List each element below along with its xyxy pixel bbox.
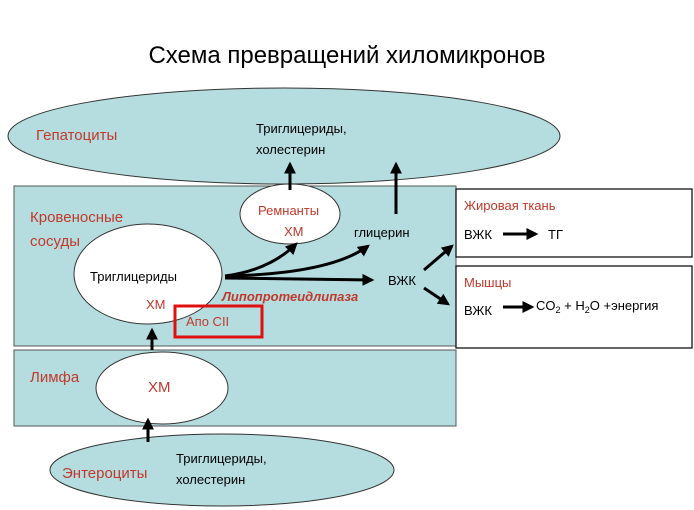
lipoprotein-lipase-label: Липопротеидлипаза <box>222 289 359 304</box>
hepatocytes-content-line2: холестерин <box>256 142 326 157</box>
arrow-ffa-to-muscles <box>423 286 450 306</box>
enterocytes-ellipse <box>49 433 395 507</box>
hepatocytes-label: Гепатоциты <box>36 127 118 144</box>
co2-subscript: 2 <box>555 305 561 315</box>
blood-vessels-label-line1: Кровеносные <box>30 209 124 226</box>
arrow-to-ffa <box>224 273 375 286</box>
enterocytes-content-line1: Триглицериды, <box>176 451 267 466</box>
chylomicron-ellipse <box>73 223 223 325</box>
chylomicron-triglycerides: Триглицериды <box>90 269 177 284</box>
page-title: Схема превращений хиломикронов <box>148 42 546 69</box>
plus-h-text: + H <box>560 298 585 313</box>
lymph-chylomicron-ellipse <box>95 351 229 425</box>
enterocytes-label: Энтероциты <box>62 465 148 482</box>
energy-text: O +энергия <box>589 298 659 313</box>
h2o-subscript: 2 <box>584 305 590 315</box>
muscles-label: Мышцы <box>464 275 512 290</box>
blood-vessels-label-line2: сосуды <box>30 233 81 250</box>
chylomicron-hm: ХМ <box>146 297 166 312</box>
lymph-label: Лимфа <box>30 369 80 386</box>
co2-text: CO <box>536 298 556 313</box>
enterocytes-content-line2: холестерин <box>176 472 246 487</box>
remnants-label: Ремнанты <box>258 203 320 218</box>
apo-cii-label: Апо CII <box>186 314 230 329</box>
adipose-ffa: ВЖК <box>464 227 492 242</box>
lymph-panel <box>13 349 457 427</box>
ffa-label: ВЖК <box>388 273 416 288</box>
muscles-products: CO2 + H2O +энергия <box>536 297 658 319</box>
apo-box <box>173 304 264 339</box>
arrow-to-glycerol <box>224 244 370 278</box>
remnants-hm: ХМ <box>284 224 304 239</box>
glycerol-label: глицерин <box>354 225 410 240</box>
hepatocytes-content-line1: Триглицериды, <box>256 121 347 136</box>
adipose-tg: ТГ <box>548 227 563 242</box>
adipose-label: Жировая ткань <box>464 198 556 213</box>
lymph-hm: ХМ <box>148 379 171 396</box>
adipose-box <box>455 188 693 258</box>
muscles-ffa: ВЖК <box>464 303 492 318</box>
muscles-box <box>455 265 693 349</box>
arrow-ffa-to-adipose <box>423 244 454 272</box>
